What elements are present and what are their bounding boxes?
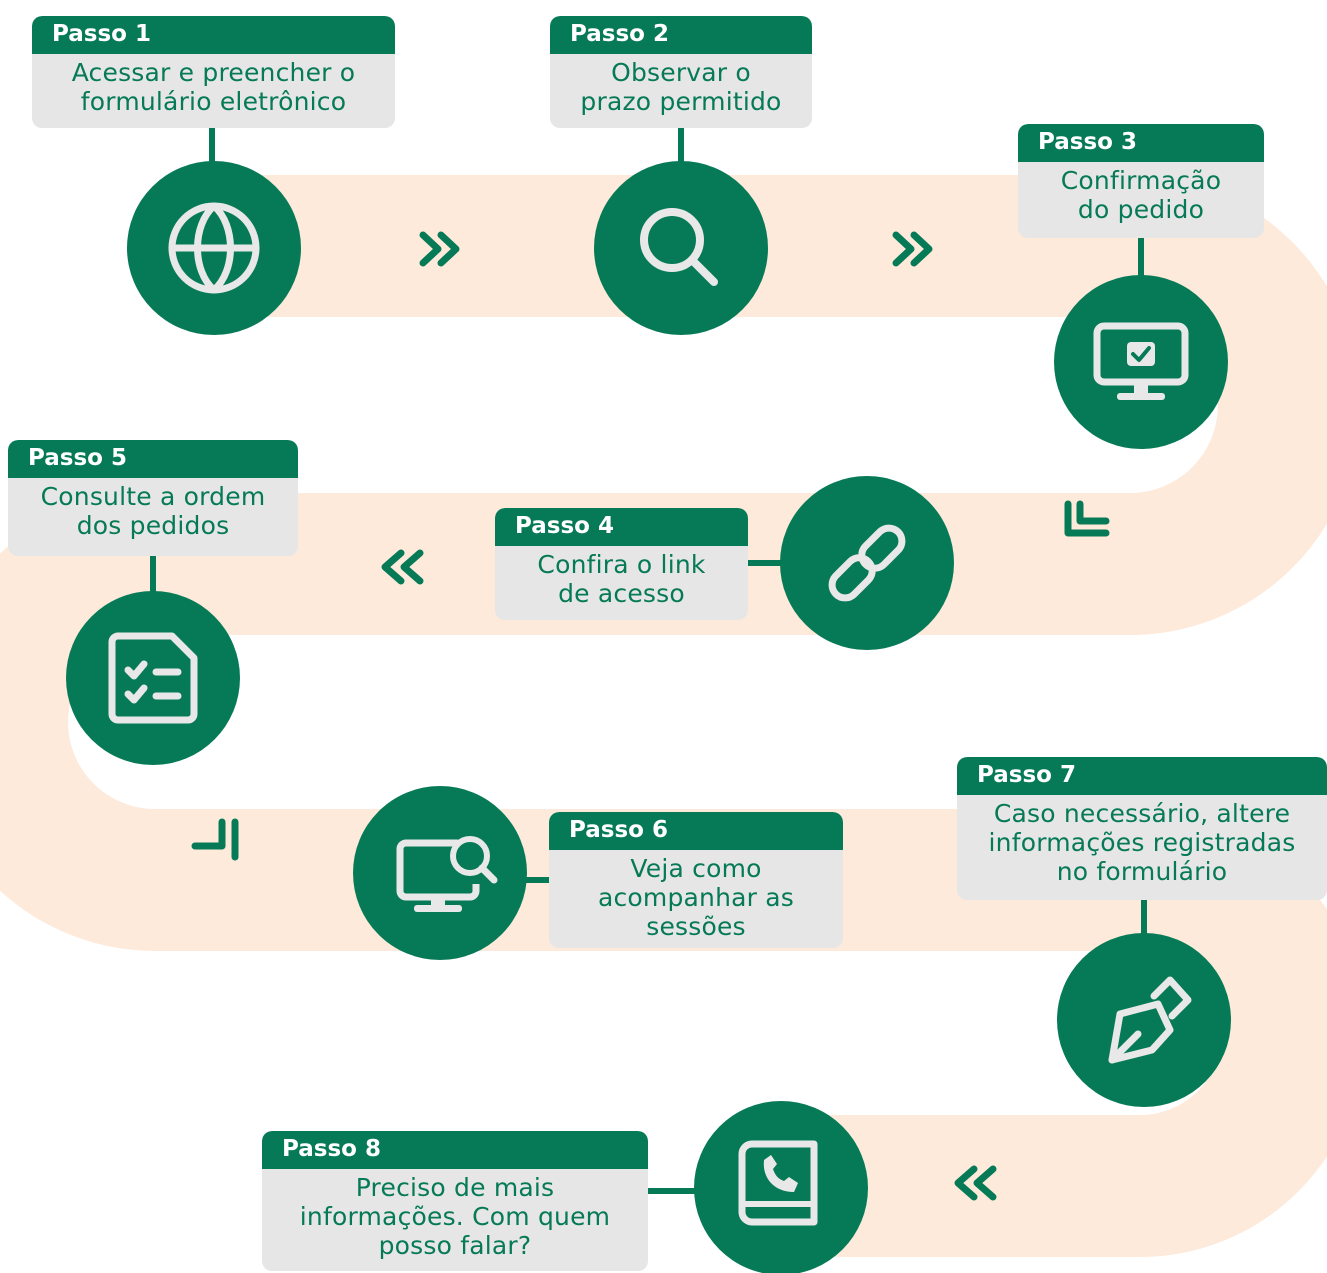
step-text: Caso necessário, altere informações regi… (988, 799, 1296, 886)
step-label: Passo 6 (549, 812, 843, 850)
step-label: Passo 2 (550, 16, 812, 54)
corner-arrow-down-right-icon (191, 818, 239, 861)
step-text: Confirmação do pedido (1060, 166, 1222, 224)
corner-arrow-down-left-icon (1064, 500, 1110, 537)
step-card-5: Passo 5 Consulte a ordem dos pedidos (8, 440, 298, 556)
double-chevron-right-icon (419, 231, 460, 267)
step-card-2: Passo 2 Observar o prazo permitido (550, 16, 812, 128)
connectors (150, 126, 1147, 1194)
step-text: Acessar e preencher o formulário eletrôn… (71, 58, 356, 116)
step-text: Confira o link de acesso (537, 550, 706, 608)
step-text: Consulte a ordem dos pedidos (40, 482, 266, 540)
path-band (0, 175, 1327, 1257)
step-label: Passo 5 (8, 440, 298, 478)
step-circles (66, 161, 1231, 1273)
step-text: Observar o prazo permitido (580, 58, 782, 116)
step-card-4: Passo 4 Confira o link de acesso (495, 508, 748, 620)
pen-nib-icon (1108, 976, 1192, 1064)
step-card-7: Passo 7 Caso necessário, altere informaç… (957, 757, 1327, 900)
step-label: Passo 1 (32, 16, 395, 54)
monitor-check-icon (1093, 322, 1189, 400)
step-text: Preciso de mais informações. Com quem po… (299, 1173, 611, 1260)
step-card-1: Passo 1 Acessar e preencher o formulário… (32, 16, 395, 128)
search-icon (640, 208, 718, 286)
checklist-icon (108, 632, 198, 724)
link-icon (828, 524, 906, 602)
step-text: Veja como acompanhar as sessões (597, 854, 795, 941)
step-card-8: Passo 8 Preciso de mais informações. Com… (262, 1131, 648, 1271)
double-chevron-left-icon (381, 549, 424, 585)
step-card-3: Passo 3 Confirmação do pedido (1018, 124, 1264, 238)
globe-icon (168, 202, 260, 294)
step-label: Passo 3 (1018, 124, 1264, 162)
double-chevron-right-icon (892, 231, 933, 267)
step-label: Passo 8 (262, 1131, 648, 1169)
step-label: Passo 4 (495, 508, 748, 546)
monitor-search-icon (396, 836, 498, 912)
step-label: Passo 7 (957, 757, 1327, 795)
step-card-6: Passo 6 Veja como acompanhar as sessões (549, 812, 843, 948)
phone-book-icon (738, 1140, 818, 1226)
double-chevron-left-icon (954, 1165, 997, 1201)
